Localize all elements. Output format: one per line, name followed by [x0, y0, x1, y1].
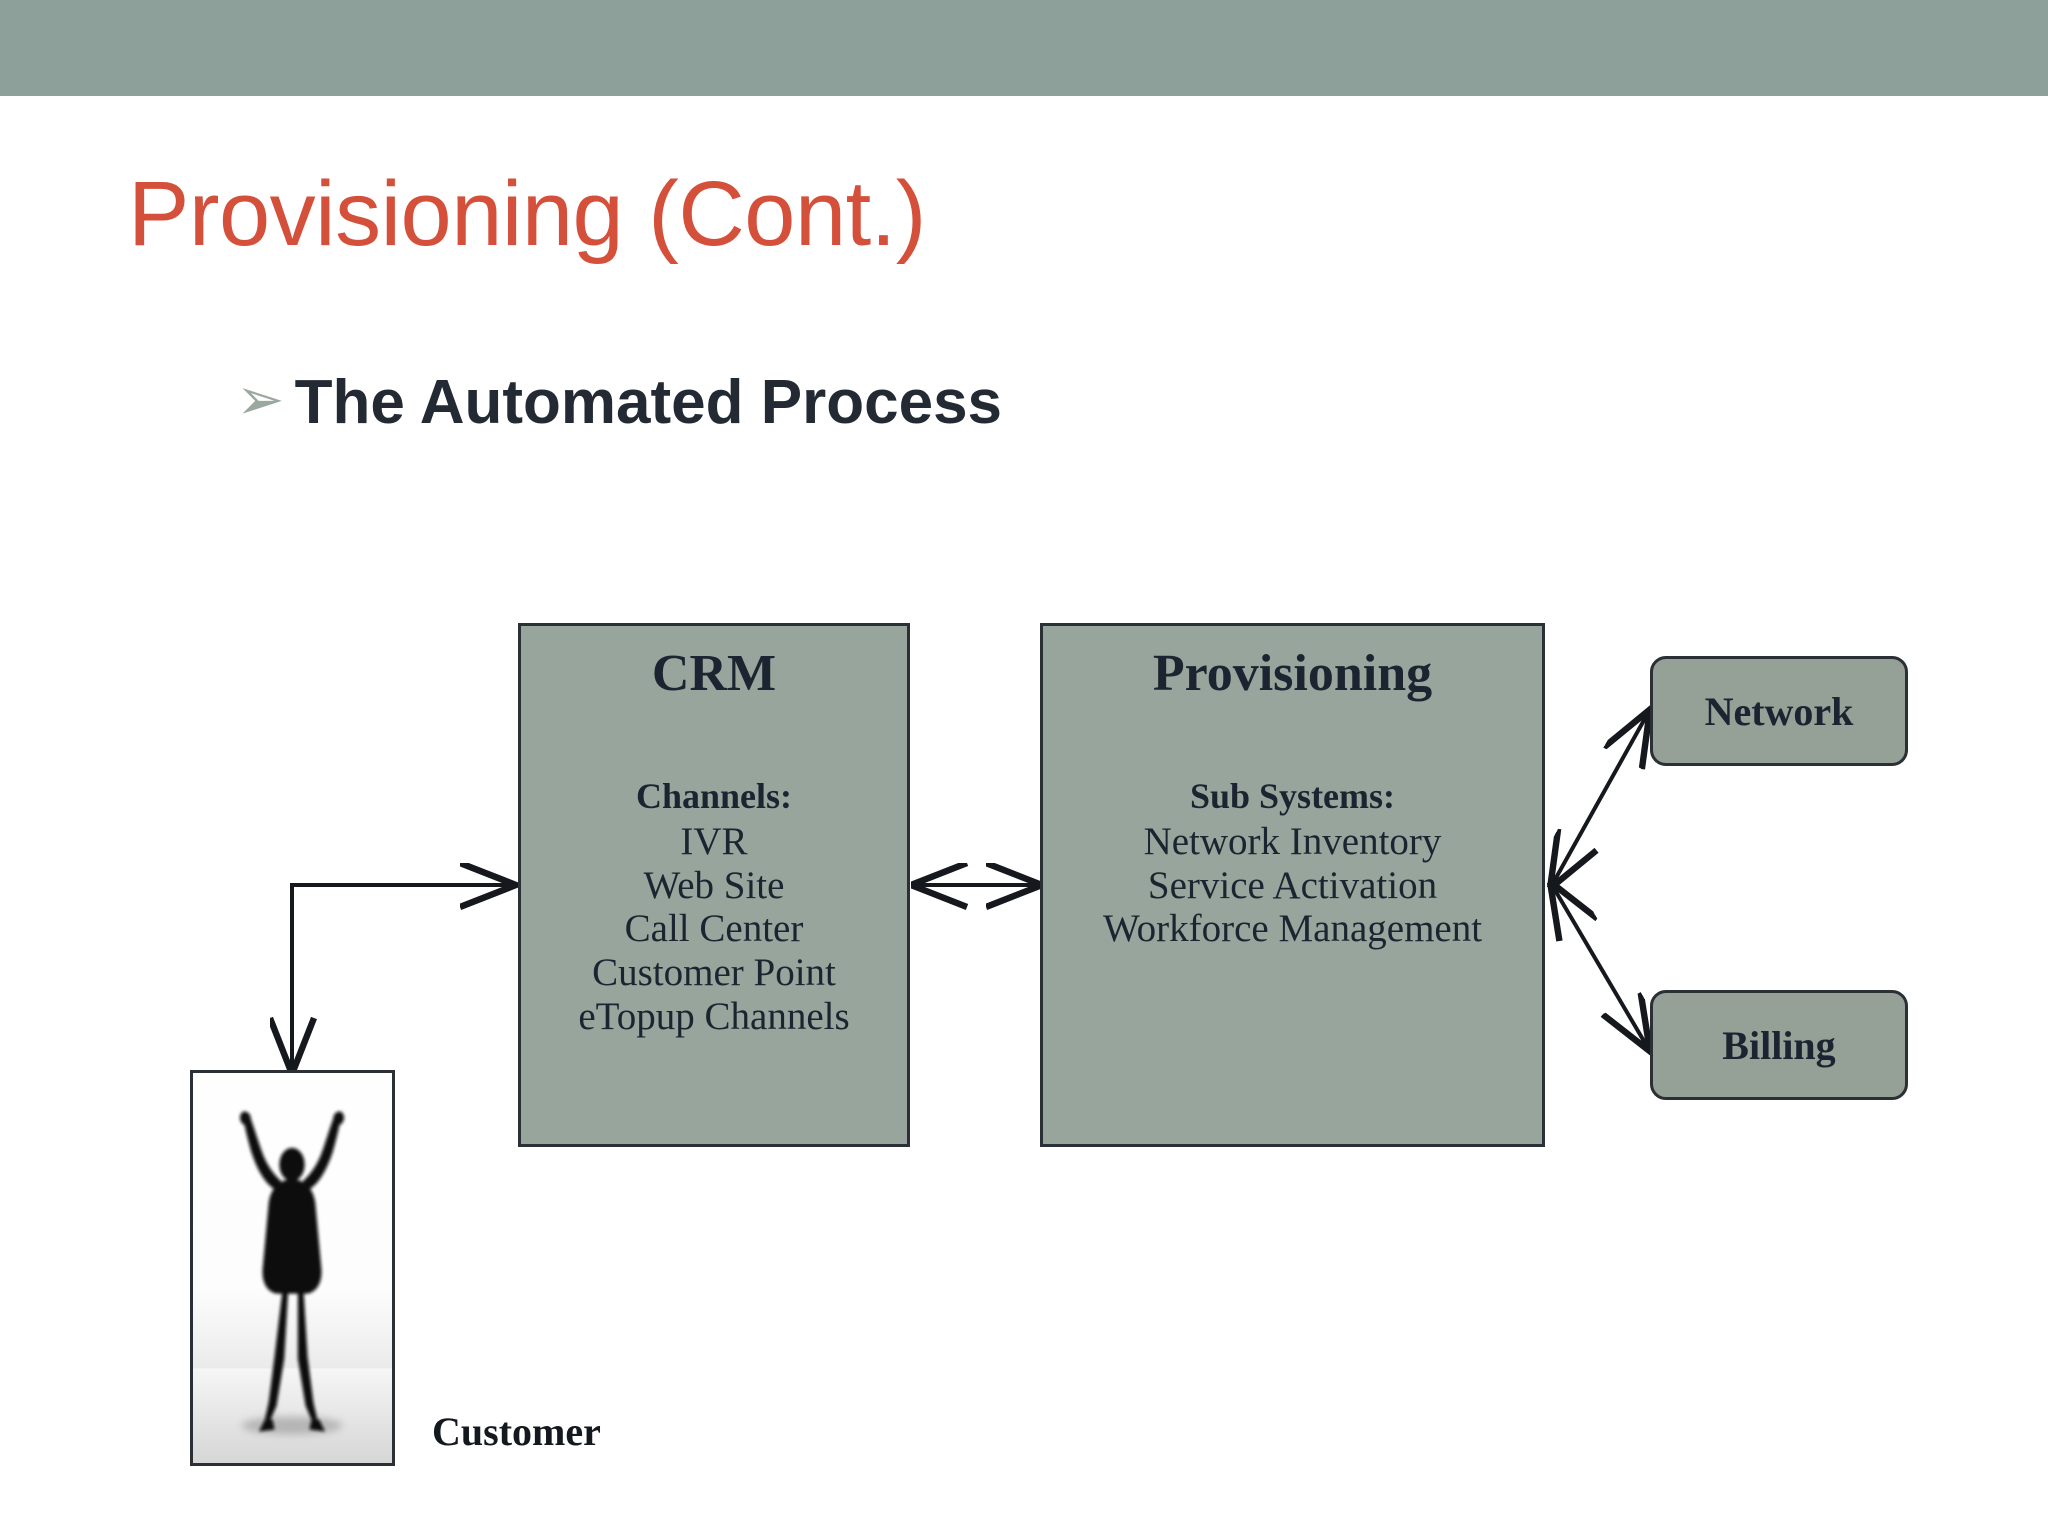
- list-item: Web Site: [643, 863, 785, 907]
- diagram-box-network[interactable]: Network: [1650, 656, 1908, 766]
- provisioning-title: Provisioning: [1152, 645, 1433, 702]
- diagram-box-crm[interactable]: CRM Channels: IVR Web Site Call Center C…: [518, 623, 910, 1147]
- crm-subtitle: Channels:: [635, 776, 793, 816]
- customer-figure-icon: [193, 1111, 392, 1463]
- provisioning-subtitle: Sub Systems:: [1189, 776, 1396, 816]
- connector-customer-to-crm: [292, 885, 512, 1070]
- connector-provisioning-to-billing: [1552, 885, 1648, 1048]
- provisioning-subsystem-list: Network Inventory Service Activation Wor…: [1043, 820, 1542, 951]
- customer-silhouette-photo: [190, 1070, 395, 1466]
- connector-provisioning-to-network: [1552, 713, 1648, 885]
- list-item: IVR: [680, 820, 748, 863]
- bullet-text: The Automated Process: [294, 368, 1003, 437]
- diagram-box-billing[interactable]: Billing: [1650, 990, 1908, 1100]
- list-item: Service Activation: [1147, 863, 1438, 907]
- slide-top-band: [0, 0, 2048, 96]
- list-item: eTopup Channels: [578, 994, 850, 1038]
- diagram-box-provisioning[interactable]: Provisioning Sub Systems: Network Invent…: [1040, 623, 1545, 1147]
- crm-title: CRM: [651, 645, 777, 702]
- list-item: Workforce Management: [1102, 907, 1483, 951]
- list-item: Customer Point: [592, 951, 836, 995]
- list-item: Network Inventory: [1143, 820, 1442, 863]
- list-item: Call Center: [624, 907, 804, 951]
- bullet-line: ➢ The Automated Process: [236, 365, 1003, 437]
- arrow-bullet-icon: ➢: [236, 365, 285, 433]
- crm-channel-list: IVR Web Site Call Center Customer Point …: [521, 820, 907, 1038]
- page-title: Provisioning (Cont.): [128, 163, 926, 265]
- customer-label: Customer: [432, 1409, 601, 1454]
